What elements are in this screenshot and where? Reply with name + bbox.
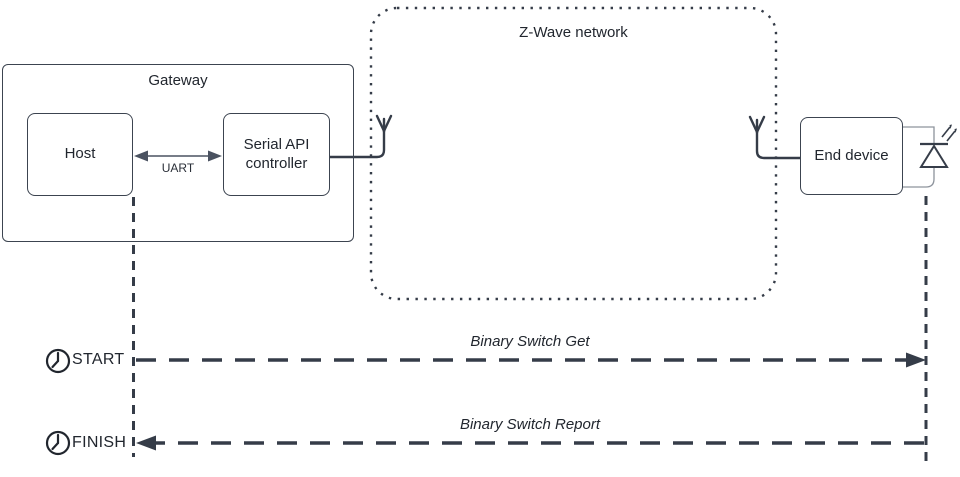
binary-switch-report-arrow: [136, 435, 924, 451]
binary-switch-report-label: Binary Switch Report: [459, 416, 601, 433]
host-label: Host: [64, 145, 96, 163]
uart-label: UART: [161, 161, 195, 175]
end-device-box: End device: [800, 117, 903, 195]
clock-icon-finish: [45, 430, 71, 456]
led-icon: [903, 124, 957, 188]
binary-switch-get-label: Binary Switch Get: [470, 333, 590, 350]
clock-icon-start: [45, 348, 71, 374]
binary-switch-get-arrow: [136, 352, 926, 368]
antenna-icon-right: [748, 115, 802, 160]
antenna-icon-left: [328, 114, 393, 159]
finish-label: FINISH: [72, 434, 127, 451]
serial-api-controller-box: Serial API controller: [223, 113, 330, 196]
zwave-network-label: Z-Wave network: [519, 24, 628, 41]
start-label: START: [72, 351, 125, 368]
gateway-label: Gateway: [148, 72, 208, 89]
host-box: Host: [27, 113, 133, 196]
zwave-network-boundary: [369, 6, 778, 301]
uart-arrow: [134, 150, 222, 162]
serial-api-controller-label: Serial API controller: [243, 135, 310, 172]
gateway-box: Gateway: [2, 64, 354, 242]
end-device-label: End device: [814, 146, 889, 164]
